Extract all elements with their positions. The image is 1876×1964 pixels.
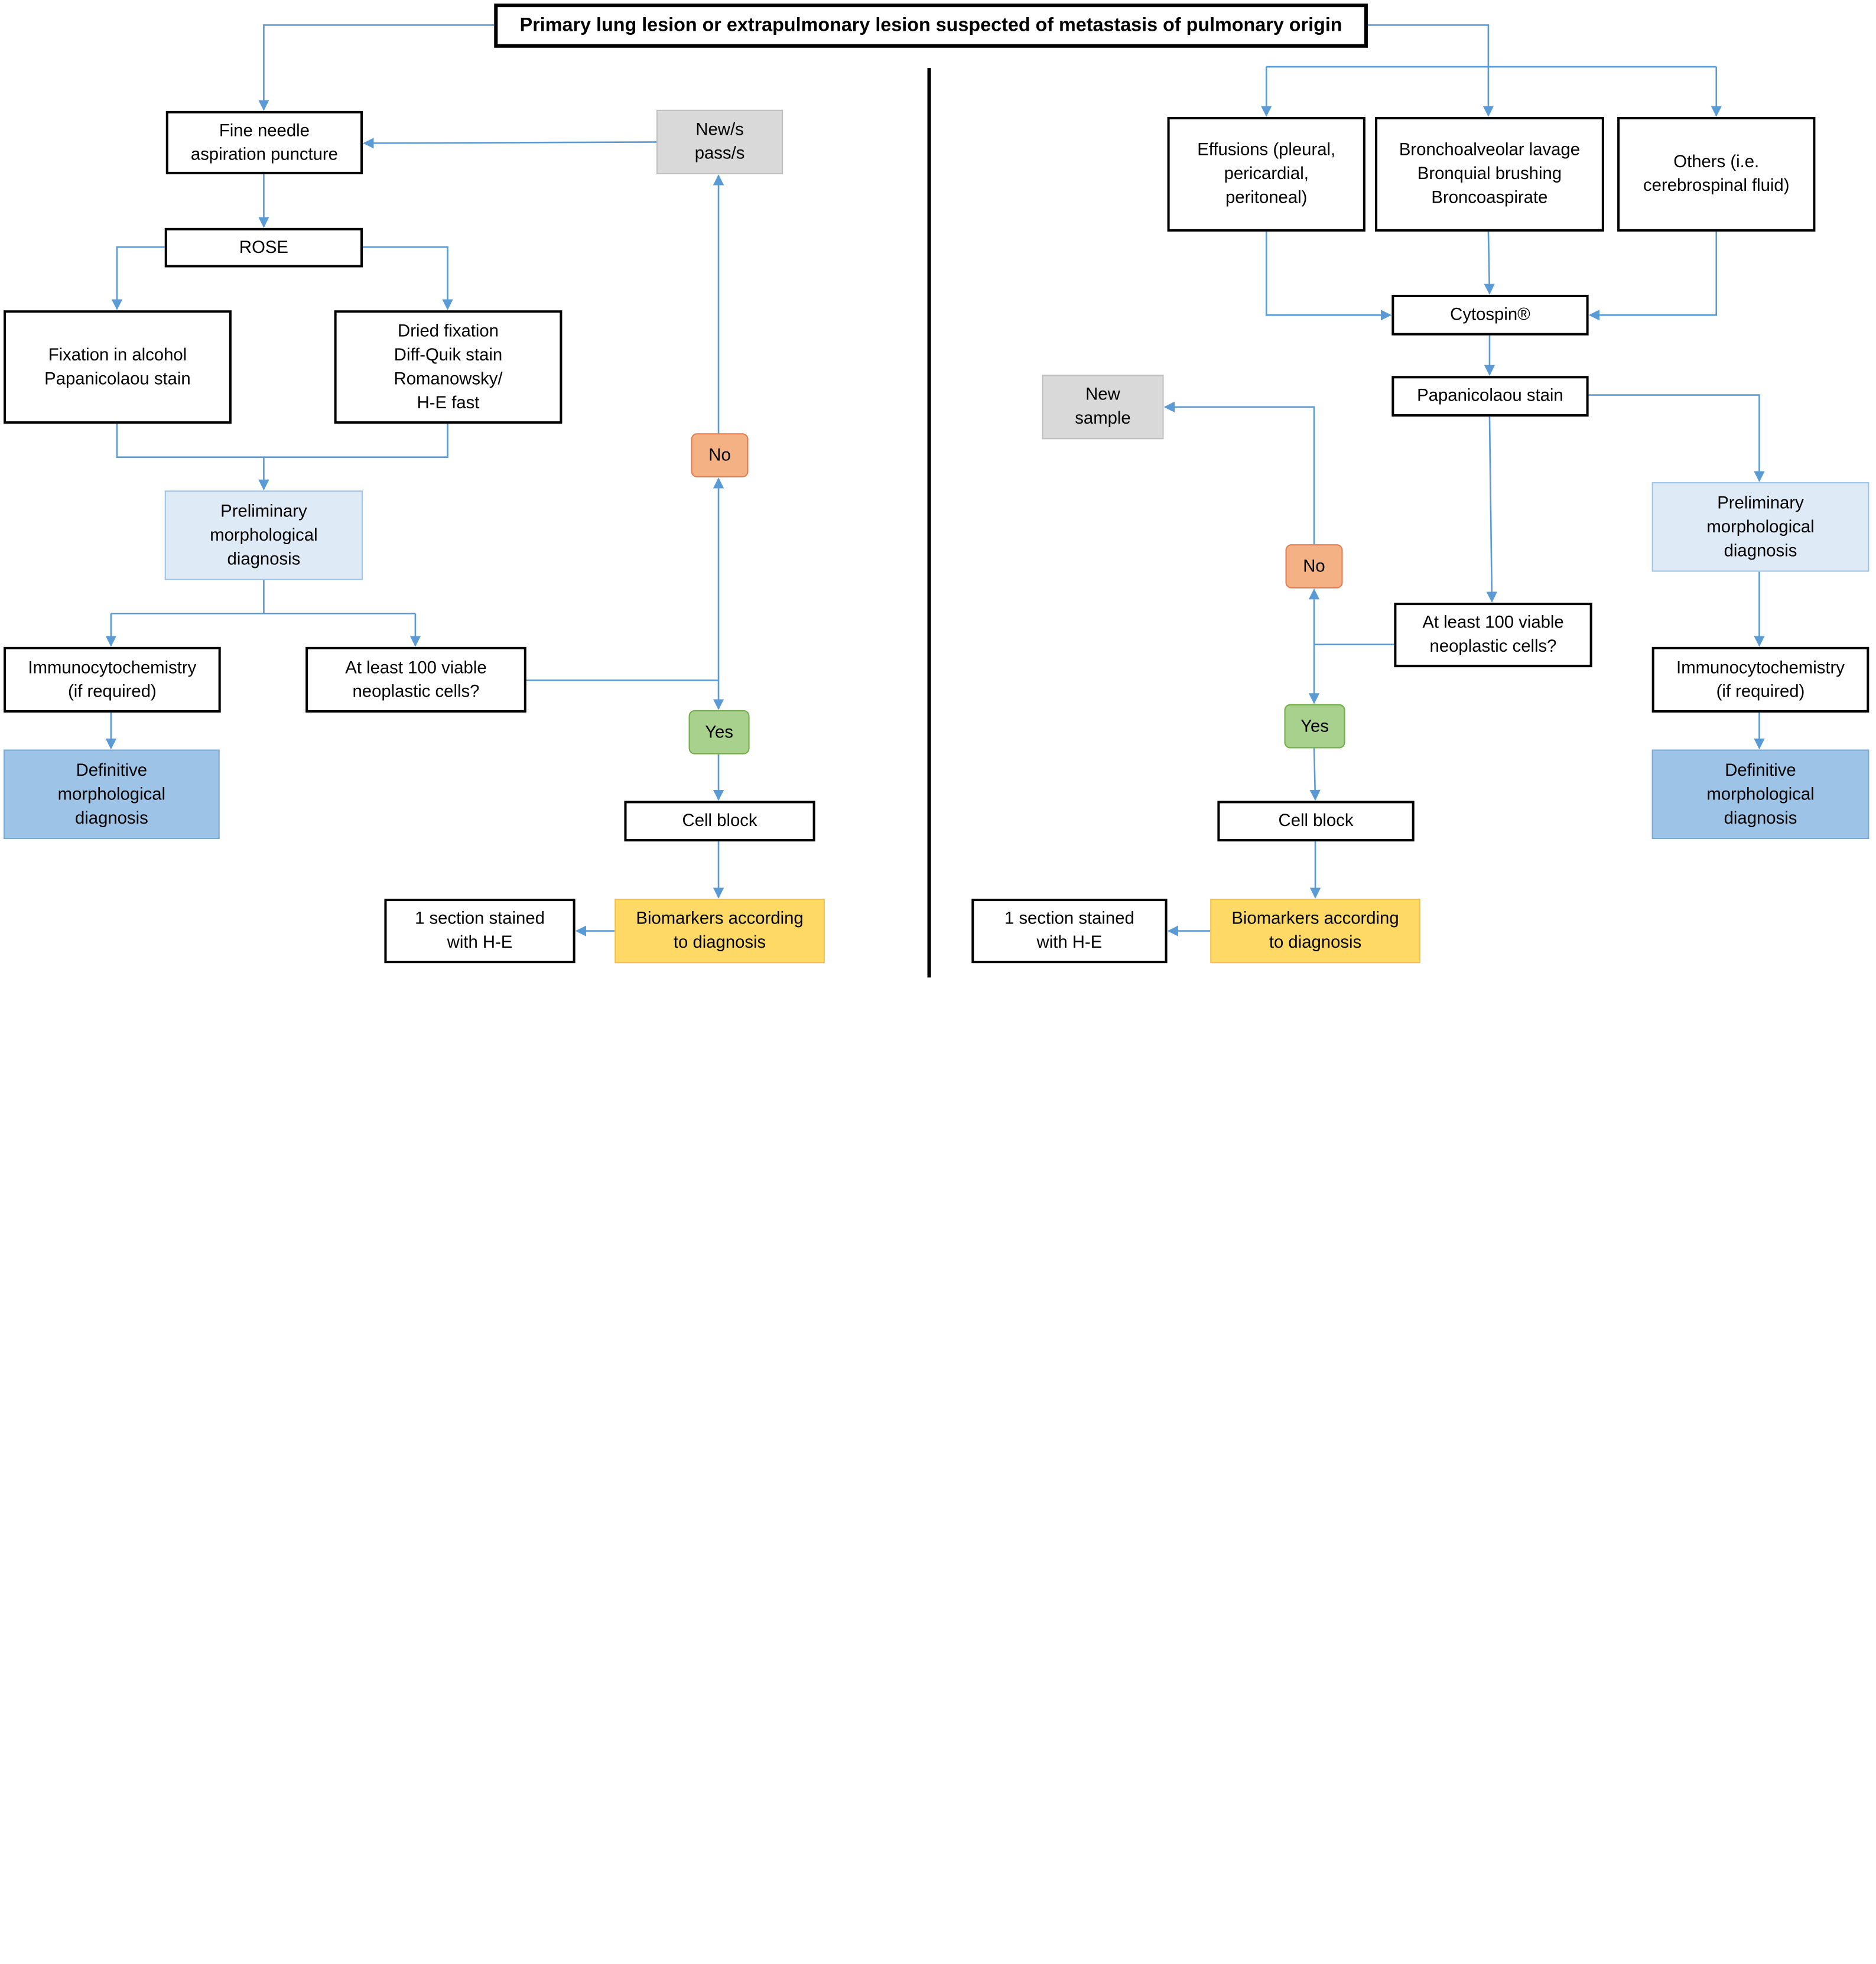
- connector-effusions-to-cytospin: [1265, 231, 1392, 321]
- yes-decision-left: Yes: [688, 710, 750, 755]
- preliminary-diagnosis-left: Preliminary morphological diagnosis: [164, 490, 363, 580]
- cell-block-left: Cell block: [624, 801, 815, 842]
- immunocytochemistry-right: Immunocytochemistry (if required): [1651, 646, 1870, 713]
- connector-fixations-merge: [116, 424, 448, 458]
- immunocytochemistry-left: Immunocytochemistry (if required): [4, 646, 221, 713]
- fixation-alcohol-box: Fixation in alcohol Papanicolaou stain: [4, 310, 232, 424]
- connector-others-to-cytospin: [1588, 231, 1718, 321]
- connector-rose-to-dried: [363, 246, 453, 311]
- preliminary-diagnosis-right: Preliminary morphological diagnosis: [1651, 482, 1870, 572]
- connector-yes-to-cellblock-right: [1309, 748, 1321, 801]
- viable-cells-question-left: At least 100 viable neoplastic cells?: [305, 646, 526, 713]
- dried-fixation-box: Dried fixation Diff-Quik stain Romanowsk…: [334, 310, 563, 424]
- connector-papanicolaou-to-question: [1486, 416, 1497, 603]
- no-decision-right: No: [1285, 544, 1343, 588]
- effusions-box: Effusions (pleural, pericardial, periton…: [1167, 116, 1365, 232]
- center-divider: [927, 68, 931, 978]
- connector-title-to-fna: [258, 24, 495, 111]
- connector-rose-to-alcohol: [111, 246, 165, 311]
- fine-needle-aspiration-box: Fine needle aspiration puncture: [165, 110, 363, 174]
- bronchoalveolar-lavage-box: Bronchoalveolar lavage Bronquial brushin…: [1375, 116, 1604, 232]
- connectors: [105, 24, 1765, 937]
- new-passes-box: New/s pass/s: [656, 109, 783, 174]
- papanicolaou-stain-box: Papanicolaou stain: [1391, 376, 1589, 417]
- he-section-right: 1 section stained with H-E: [971, 899, 1168, 964]
- he-section-left: 1 section stained with H-E: [384, 899, 576, 964]
- no-decision-left: No: [691, 433, 749, 477]
- cytospin-box: Cytospin®: [1391, 294, 1589, 336]
- connector-no-to-newsample: [1163, 401, 1315, 545]
- yes-decision-right: Yes: [1284, 704, 1345, 749]
- connector-papanicolaou-to-preliminary: [1588, 394, 1765, 482]
- connector-title-to-right: [1367, 24, 1494, 117]
- viable-cells-question-right: At least 100 viable neoplastic cells?: [1394, 603, 1592, 668]
- title-box: Primary lung lesion or extrapulmonary le…: [494, 4, 1368, 48]
- new-sample-box: New sample: [1042, 375, 1164, 440]
- biomarkers-left: Biomarkers according to diagnosis: [615, 899, 825, 964]
- connector-bal-to-cytospin: [1484, 231, 1495, 295]
- biomarkers-right: Biomarkers according to diagnosis: [1210, 899, 1420, 964]
- rose-box: ROSE: [164, 227, 363, 268]
- definitive-diagnosis-left: Definitive morphological diagnosis: [4, 749, 220, 840]
- definitive-diagnosis-right: Definitive morphological diagnosis: [1651, 749, 1870, 840]
- others-box: Others (i.e. cerebrospinal fluid): [1617, 116, 1816, 232]
- cell-block-right: Cell block: [1217, 801, 1415, 842]
- connector-new-pass-to-fna: [363, 138, 657, 149]
